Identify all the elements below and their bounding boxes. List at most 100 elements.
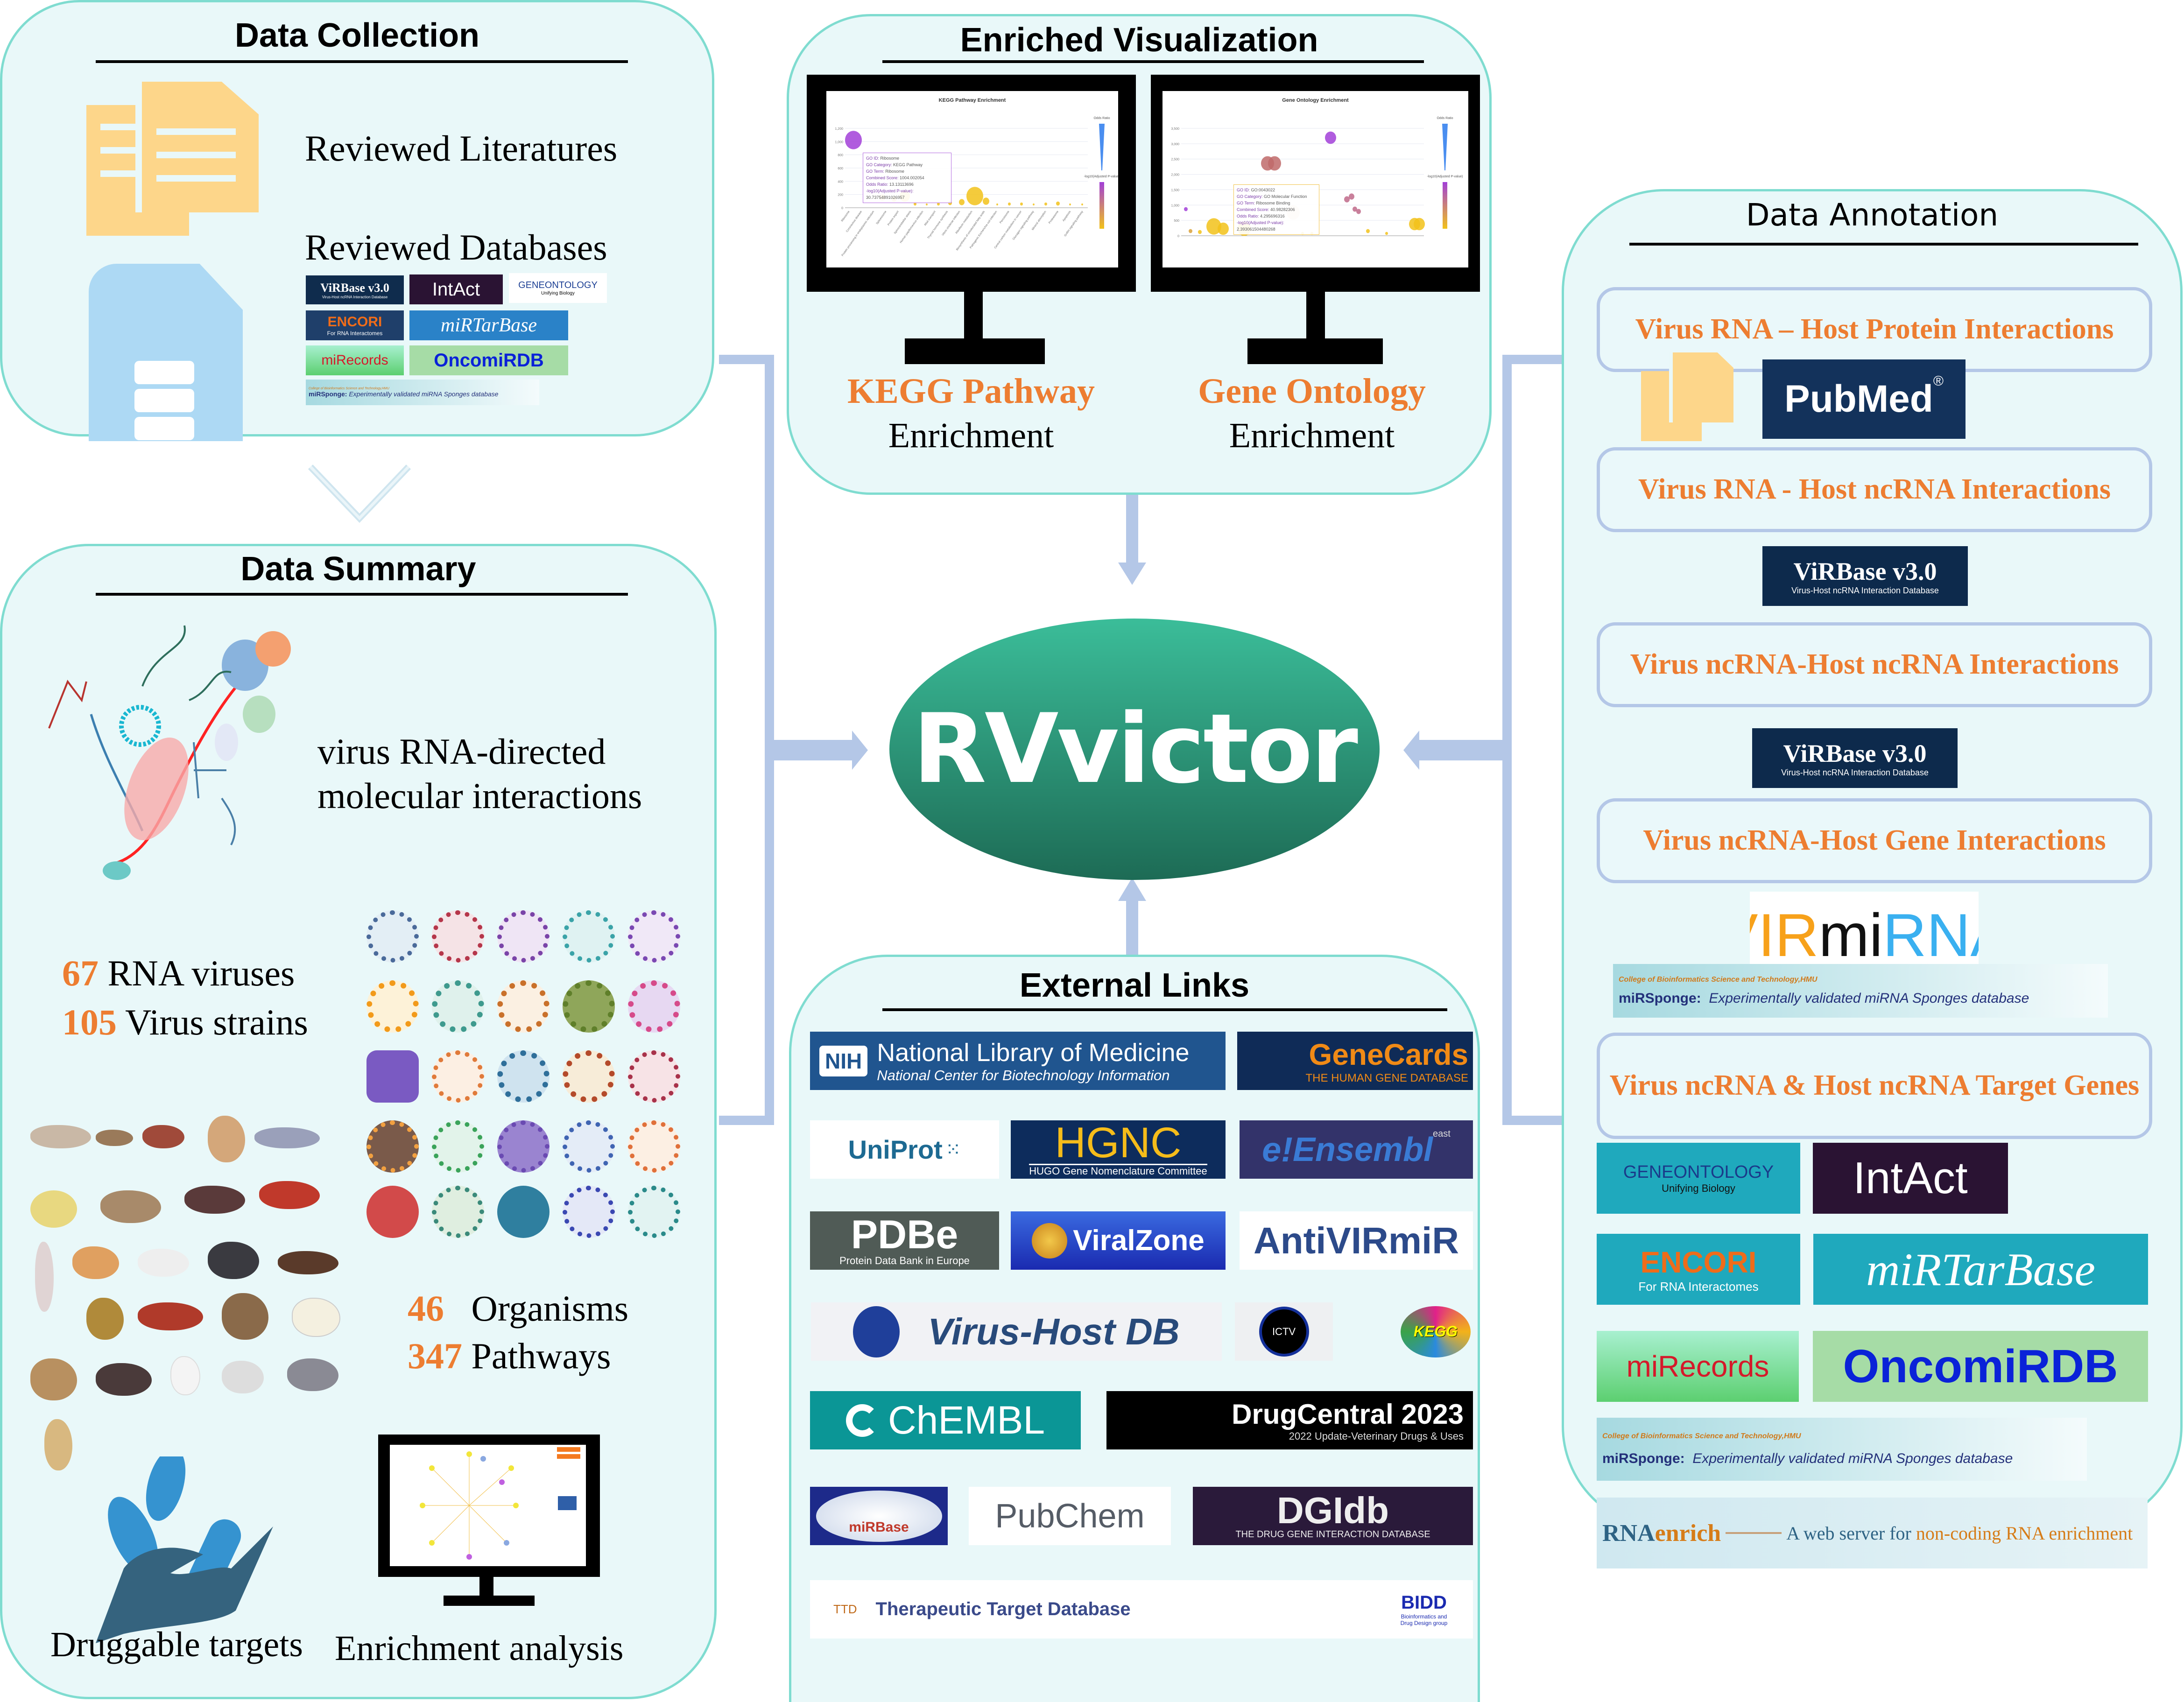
x-tick-label: Central carbon metabolism in cancer xyxy=(994,211,1022,249)
link-mirbase[interactable]: miRBase xyxy=(810,1487,948,1545)
y-tick-label: 2,500 xyxy=(1171,158,1179,162)
link-uniprot[interactable]: UniProt ⁙ xyxy=(810,1120,999,1179)
link-ttd[interactable]: TTD Therapeutic Target Database BIDD Bio… xyxy=(810,1580,1473,1639)
logo-mirecords[interactable]: miRecords xyxy=(306,345,404,375)
logo-oncomirdb-2[interactable]: OncomiRDB xyxy=(1813,1331,2148,1402)
rna-hairpin-icon xyxy=(1726,1532,1782,1534)
link-hgnc[interactable]: HGNC HUGO Gene Nomenclature Committee xyxy=(1011,1120,1226,1179)
title-divider xyxy=(96,60,628,63)
logo-geneontology[interactable]: GENEONTOLOGY Unifying Biology xyxy=(509,273,607,303)
go-chart-title: Gene Ontology Enrichment xyxy=(1282,98,1349,103)
logo-oncomirdb[interactable]: OncomiRDB xyxy=(409,345,568,375)
x-tick-label: Mineral absorption xyxy=(1031,211,1047,231)
link-genecards[interactable]: GeneCards THE HUMAN GENE DATABASE xyxy=(1237,1032,1473,1090)
stat-organisms: 46 Organisms xyxy=(408,1288,629,1329)
ferret-icon xyxy=(278,1251,338,1274)
go-enrichment-label: Enrichment xyxy=(1229,416,1395,455)
logo-encori-2[interactable]: ENCORI For RNA Interactomes xyxy=(1597,1234,1800,1305)
go-monitor-neck xyxy=(1306,292,1325,345)
arrow-right-icon xyxy=(852,731,868,770)
virus-icon xyxy=(628,910,680,963)
y-tick-label: 0 xyxy=(1177,235,1179,238)
logo-virbase[interactable]: ViRBase v3.0 Virus-Host ncRNA Interactio… xyxy=(306,275,404,304)
hamster-icon xyxy=(100,1190,161,1223)
legend-odds-title: Odds Ratio xyxy=(1437,117,1453,120)
logo-virmirna[interactable]: VIRmiRNA xyxy=(1750,892,1979,978)
logo-mirsponge[interactable]: College of Bioinformatics Science and Te… xyxy=(306,380,539,405)
logo-virbase-2[interactable]: ViRBase v3.0 Virus-Host ncRNA Interactio… xyxy=(1752,728,1958,788)
y-tick-label: 200 xyxy=(838,194,843,197)
link-nlm[interactable]: NIH National Library of Medicine Nationa… xyxy=(810,1032,1226,1090)
tooltip-value: Ribosome xyxy=(885,169,904,174)
boar-icon xyxy=(96,1363,152,1396)
bubble xyxy=(1353,206,1357,212)
logo-intact[interactable]: IntAct xyxy=(409,274,503,304)
x-tick-label: Protein export xyxy=(888,210,900,226)
logo-mirecords-2[interactable]: miRecords xyxy=(1597,1331,1799,1402)
butterfly-icon xyxy=(292,1298,340,1337)
tooltip-value: 13.13113696 xyxy=(889,182,914,187)
bubble xyxy=(1044,202,1047,206)
fly-icon xyxy=(86,1298,124,1340)
monkey-icon xyxy=(44,1419,72,1470)
rat-icon xyxy=(287,1358,338,1391)
link-pubchem[interactable]: PubChem xyxy=(969,1487,1171,1545)
link-drugcentral[interactable]: DrugCentral 2023 2022 Update-Veterinary … xyxy=(1106,1391,1473,1449)
link-kegg[interactable]: KEGG xyxy=(1398,1302,1473,1361)
annotation-virus-ncrna-host-ncrna[interactable]: Virus ncRNA-Host ncRNA Interactions xyxy=(1597,622,2152,707)
link-ictv[interactable]: ICTV xyxy=(1235,1302,1333,1361)
tooltip-key: -log10(Adjusted P-value): xyxy=(1237,220,1284,225)
link-dgidb[interactable]: DGIdb THE DRUG GENE INTERACTION DATABASE xyxy=(1193,1487,1473,1545)
annotation-target-genes[interactable]: Virus ncRNA & Host ncRNA Target Genes xyxy=(1597,1033,2152,1139)
logo-mirsponge-1[interactable]: College of Bioinformatics Science and Te… xyxy=(1613,964,2108,1018)
link-viralzone[interactable]: ViralZone xyxy=(1011,1211,1226,1270)
annotation-virus-rna-host-ncrna[interactable]: Virus RNA - Host ncRNA Interactions xyxy=(1597,447,2152,532)
tooltip-key: GO Category: xyxy=(866,162,894,167)
rvvictor-hub[interactable]: RVvictor xyxy=(889,619,1380,880)
y-tick-label: 800 xyxy=(838,154,843,157)
annotation-virus-ncrna-host-gene[interactable]: Virus ncRNA-Host Gene Interactions xyxy=(1597,798,2152,883)
bubble xyxy=(1385,232,1388,235)
legend-p-bar xyxy=(1443,182,1447,229)
virus-icon xyxy=(366,1120,419,1173)
link-antivirmir[interactable]: AntiVIRmiR xyxy=(1240,1211,1473,1270)
tooltip-value: Ribosome xyxy=(880,156,900,161)
documents-icon xyxy=(1641,352,1733,441)
x-tick-label: Spliceosome xyxy=(876,210,888,225)
virus-icon xyxy=(628,1120,680,1173)
link-pdbe[interactable]: PDBe Protein Data Bank in Europe xyxy=(810,1211,999,1270)
logo-mirtarbase[interactable]: miRTarBase xyxy=(409,310,568,340)
monkey-icon xyxy=(30,1358,77,1400)
legend-p-title: -log10(Adjusted P-value) xyxy=(1427,175,1463,178)
logo-rnaenrich[interactable]: RNAenrich A web server for non-coding RN… xyxy=(1597,1498,2148,1568)
link-chembl[interactable]: ChEMBL xyxy=(810,1391,1081,1449)
logo-mirsponge-2[interactable]: College of Bioinformatics Science and Te… xyxy=(1597,1418,2087,1481)
chicken-icon xyxy=(208,1116,245,1162)
panel-data-summary: Data Summary virus RNA-directed molecula… xyxy=(0,544,717,1699)
logo-mirtarbase-2[interactable]: miRTarBase xyxy=(1813,1234,2148,1305)
link-virus-host-db[interactable]: Virus-Host DB xyxy=(811,1302,1222,1361)
bubble xyxy=(983,197,989,205)
logo-encori[interactable]: ENCORI For RNA Interactomes xyxy=(306,310,404,340)
link-ensembl[interactable]: e! Ensembl east xyxy=(1240,1120,1473,1179)
y-tick-label: 1,200 xyxy=(835,127,843,131)
bubble xyxy=(1198,230,1202,234)
x-tick-label: Human papillomavirus infection xyxy=(900,211,924,244)
tooltip-row: GO Category: GO Molecular Function xyxy=(1237,193,1316,200)
x-tick-label: Thyroid hormone synthesis xyxy=(927,211,949,239)
y-tick-label: 3,500 xyxy=(1171,127,1179,131)
tooltip-row: -log10(Adjusted P-value): 30.73754891026… xyxy=(866,188,948,201)
druggable-targets-icon xyxy=(96,1456,273,1643)
logo-geneontology-2[interactable]: GENEONTOLOGY Unifying Biology xyxy=(1597,1143,1800,1214)
logo-intact-2[interactable]: IntAct xyxy=(1813,1143,2008,1214)
logo-pubmed[interactable]: PubMed ® xyxy=(1762,359,1966,439)
bubble xyxy=(926,203,928,206)
chevron-down-icon xyxy=(308,464,411,523)
panel-enriched-visualization: Enriched Visualization KEGG Pathway Enri… xyxy=(787,14,1492,495)
kegg-pathway-label: KEGG Pathway xyxy=(847,372,1095,411)
logo-virbase-1[interactable]: ViRBase v3.0 Virus-Host ncRNA Interactio… xyxy=(1762,546,1968,606)
